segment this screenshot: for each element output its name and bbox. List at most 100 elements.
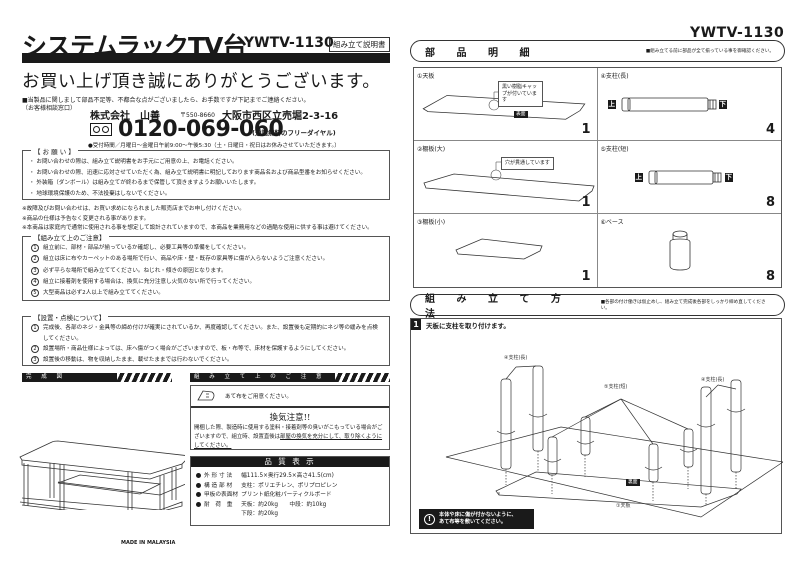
number-circle: 4 (31, 277, 39, 286)
stripe-decoration (335, 373, 390, 382)
quality-value: 幅111.5×奥行29.5×高さ41.5(cm) (241, 473, 334, 479)
quality-label: 外 形 寸 法 (204, 473, 233, 479)
part-label: ⑥ベース (600, 219, 624, 226)
quality-row: 外 形 寸 法 幅111.5×奥行29.5×高さ41.5(cm) (196, 472, 340, 482)
quality-row: 下段：約20kg (196, 510, 340, 520)
parts-list-note: ■組み立てる前に部品が全て揃っている事を御確認ください。 (645, 49, 774, 54)
long-pole-3 (700, 386, 712, 495)
short-pole (580, 416, 591, 456)
shelf-small-drawing (455, 238, 543, 260)
requests-box: 【 お 願 い 】 ・ お問い合わせの際は、組み立て説明書をお手元にご用意の上、… (22, 146, 390, 200)
quality-table: 外 形 寸 法 幅111.5×奥行29.5×高さ41.5(cm) 構 造 部 材 支… (196, 472, 340, 520)
base-drawing (669, 230, 690, 271)
quality-value: 天板：約20kg 中段：約10kg (241, 501, 327, 508)
business-hours: ●受付時間／月曜日～金曜日午前9:00～午後5:30（土・日曜日・祝日はお休みさ… (88, 143, 340, 149)
complete-diagram-title: 完 成 図 (26, 374, 66, 380)
bottom-tag: 下 (724, 173, 733, 182)
part-base: ⑥ベース 8 (598, 214, 782, 287)
request-item: ・ 外装箱（ダンボール）は組み立てが終わるまで保管して頂きますようお願いいたしま… (29, 180, 260, 186)
install-item: 3 設置後の移動は、物を収納したまま、載せたままでは行わないでください。 (31, 355, 383, 366)
cloth-icon (197, 390, 215, 401)
notes: ※故障及びお問い合わせは、お買い求めになられました販売店までお申し付けください。… (22, 205, 373, 234)
quality-label: 構 造 部 材 (204, 482, 233, 489)
part-qty: 1 (581, 195, 591, 210)
postal-code: 〒550-8660 (180, 112, 215, 119)
warning-line: あて布等を敷いてください。 (439, 519, 507, 525)
model-number: YWTV-1130 (244, 35, 334, 51)
install-text: 完成後、各部のネジ・金具等の締め付けが確実にされているか、再度確認してください。… (43, 325, 378, 342)
install-text: 設置場所・商品仕様によっては、床へ傷がつく場合がございますので、板・布等で、床材… (43, 346, 350, 352)
part-shelf-large: ②棚板(大) 穴が貫通しています 1 (414, 141, 598, 214)
caution-text: 必ず平らな場所で組み立ててください。ねじれ・傾きの原因となります。 (43, 267, 227, 274)
parts-grid: ①天板 黒い樹脂キャップが付いています 表面 1 ④支柱(長) 上 下 4 ②棚… (413, 67, 782, 288)
part-long-pole: ④支柱(長) 上 下 4 (597, 68, 781, 141)
free-dial-icon (90, 123, 112, 136)
part-label: ③棚板(小) (417, 219, 446, 226)
quality-value: 下段：約20kg (241, 511, 279, 517)
quality-row: 甲板の表面材プリント紙化粧パーティクルボード (196, 491, 340, 501)
caution-section-header: 組 み 立 て 上 の ご 注 意 (190, 373, 390, 382)
number-circle: 3 (31, 266, 39, 275)
bottom-tag: 下 (718, 100, 727, 109)
warning-text: 本体や床に傷が付かないように、あて布等を敷いてください。 (439, 512, 517, 526)
assembly-method-note: ■各部の付け働きは仮止めし、組み立て完成後各部をしっかり締め直してください。 (600, 300, 766, 311)
long-pole-2 (532, 365, 544, 452)
ventilation-title: 換気注意!! (269, 413, 311, 423)
bullet-icon (196, 492, 201, 497)
part-short-pole: ⑤支柱(短) 上 下 8 (597, 141, 781, 214)
bullet-icon (196, 473, 201, 478)
step-instruction: 天板に支柱を取り付けます。 (426, 321, 510, 330)
installation-label: 【設置・点検について】 (31, 312, 109, 322)
quality-label: 甲板の表面材 (204, 492, 239, 498)
complete-diagram-header: 完 成 図 (22, 373, 172, 382)
manual-badge: 組み立て説明書 (329, 37, 390, 52)
label-long-pole-right: ④支柱(長) (701, 377, 725, 383)
quality-value: プリント紙化粧パーティクルボード (241, 492, 332, 498)
contact-label: （お客様相談窓口） (22, 105, 77, 112)
shelf-large-drawing (423, 161, 595, 202)
number-circle: 3 (31, 355, 39, 364)
ventilation-text-plain: 開梱した際、製造時に使用する塗料・接着剤等の臭いがこもっている場合がございますの… (194, 425, 383, 440)
quality-value: 支柱：ポリエチレン、ポリプロピレン (241, 482, 338, 489)
parts-list-header: 部 品 明 細 ■組み立てる前に部品が全て揃っている事を御確認ください。 (410, 40, 785, 62)
warning-box: ! 本体や床に傷が付かないように、あて布等を敷いてください。 (419, 509, 534, 529)
part-qty: 8 (765, 195, 775, 210)
request-item: ・ 地球環境保護のため、不法投棄はしないでください。 (29, 190, 171, 197)
caution-text: 組立に接着剤を使用する場合は、換気に充分注意し火気のない所で行ってください。 (43, 278, 256, 285)
number-circle: 1 (31, 244, 39, 252)
label-short-pole: ⑤支柱(短) (604, 384, 628, 390)
long-pole-4 (730, 379, 742, 473)
caution-text: 大型商品は必ず2人以上で組み立ててください。 (43, 290, 164, 297)
ventilation-text: 開梱した際、製造時に使用する塗料・接着剤等の臭いがこもっている場合がございますの… (191, 423, 389, 452)
number-circle: 2 (31, 345, 39, 353)
parts-list-title: 部 品 明 細 (425, 47, 539, 59)
label-long-pole-left: ④支柱(長) (504, 355, 528, 361)
top-board (19, 440, 185, 475)
cloth-sheet (445, 426, 783, 518)
callout-cap: 黒い樹脂キャップが付いています (498, 81, 543, 107)
part-qty: 1 (581, 269, 591, 284)
step-1-box: 1 天板に支柱を取り付けます。 (410, 318, 783, 534)
short-pole-drawing (648, 170, 721, 185)
part-label: ②棚板(大) (417, 146, 446, 153)
request-item: ・ お問い合わせの際、迅速に応対させていただく為、組み立て説明書に明記しておりま… (29, 169, 366, 176)
ventilation-text-underlined: 部屋の換気を充分にして、取り除くようにしてください。 (194, 434, 383, 449)
caution-box: あて布をご用意ください。 換気注意!! 開梱した際、製造時に使用する塗料・接着剤… (190, 385, 390, 450)
callout-hole: 穴が貫通しています (501, 157, 554, 170)
thanks-heading: お買い上げ頂き誠にありがとうございます。 (22, 72, 381, 92)
short-pole (683, 428, 694, 468)
part-label: ④支柱(長) (600, 73, 629, 80)
surface-tag: 表面 (514, 111, 528, 118)
install-text: 設置後の移動は、物を収納したまま、載せたままでは行わないでください。 (43, 356, 233, 363)
note-item: ※商品の仕様は予告なく変更される事があります。 (22, 215, 150, 222)
assembly-cautions-label: 【組み立て上のご注意】 (31, 232, 109, 242)
phone-number[interactable]: 0120-069-060 (118, 117, 284, 142)
cloth-row: あて布をご用意ください。 (191, 386, 389, 408)
caution-item: 4 組立に接着剤を使用する場合は、換気に充分注意し火気のない所で行ってください。 (31, 277, 383, 288)
model-number-right: YWTV-1130 (690, 25, 785, 41)
bullet-icon (196, 482, 201, 488)
